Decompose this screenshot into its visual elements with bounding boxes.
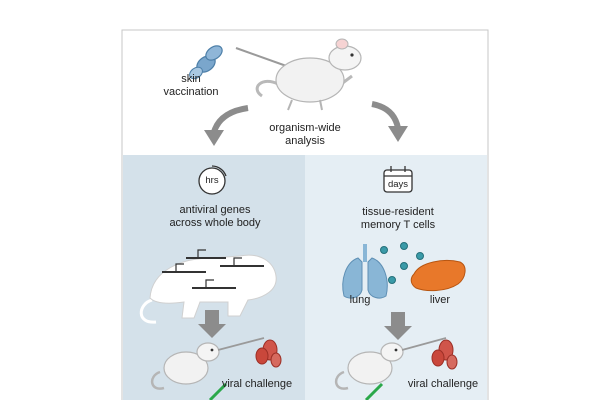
right-title-line-1: tissue-resident [362, 206, 434, 218]
organism-wide-analysis-label: organism-wide analysis [250, 122, 360, 148]
organism-wide-line-2: analysis [285, 135, 325, 147]
skin-vaccination-line-1: skin [181, 73, 201, 85]
check-icon-left [208, 382, 228, 402]
needle [235, 47, 293, 69]
challenge-mouse-left [151, 342, 220, 390]
down-arrow-right [384, 312, 412, 340]
virus-red-icon-right [431, 339, 458, 370]
skin-vaccination-label: skin vaccination [150, 73, 232, 99]
check-icon-right [364, 382, 384, 402]
needle-right [401, 337, 447, 351]
lung-icon [342, 244, 388, 299]
arrow-right-icon [371, 101, 408, 142]
virus-red-icon-left [255, 339, 282, 368]
down-arrow-left [198, 310, 226, 338]
left-title-line-1: antiviral genes [179, 204, 251, 216]
left-challenge-label: viral challenge [221, 378, 293, 390]
gene-bars [162, 249, 264, 289]
liver-label: liver [429, 294, 451, 306]
timer-label: hrs [205, 175, 219, 186]
organism-wide-line-1: organism-wide [269, 122, 341, 134]
left-panel-title: antiviral genes across whole body [155, 204, 275, 230]
vaccinia-virus-icon [189, 45, 223, 80]
skin-vaccination-line-2: vaccination [163, 86, 219, 98]
whole-body-mouse-icon [139, 254, 277, 324]
right-title-line-2: memory T cells [360, 219, 436, 231]
liver-icon [410, 260, 466, 292]
lung-label: lung [349, 294, 371, 306]
mouse-icon [255, 38, 362, 111]
right-panel-title: tissue-resident memory T cells [338, 206, 458, 232]
t-cell-icon [380, 242, 424, 284]
right-challenge-label: viral challenge [407, 378, 479, 390]
left-title-line-2: across whole body [169, 217, 261, 229]
challenge-mouse-right [335, 342, 404, 390]
calendar-icon [383, 166, 413, 193]
calendar-label: days [387, 179, 409, 190]
timer-icon [198, 165, 227, 195]
arrow-left-icon [204, 105, 249, 146]
needle-left [217, 337, 265, 351]
